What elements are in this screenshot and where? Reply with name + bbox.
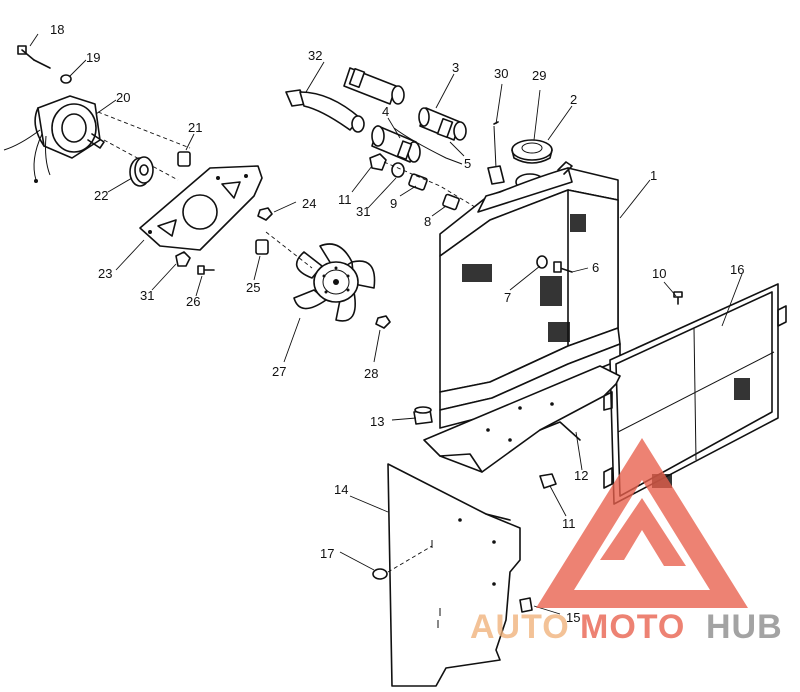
watermark-text-auto: AUTO [470, 608, 570, 646]
callout-31-left: 31 [140, 288, 154, 303]
grommet-13 [413, 406, 433, 425]
automotohub-watermark: AUTO MOTO HUB [470, 438, 783, 646]
clamp-11 [369, 153, 387, 171]
spacer-25 [255, 239, 269, 255]
watermark-text-hub: HUB [706, 608, 783, 646]
lower-hose-4 [371, 125, 421, 163]
callout-7: 7 [504, 290, 511, 305]
watermark-logo-triangle [536, 438, 748, 608]
callout-2: 2 [570, 92, 577, 107]
callout-labels: 18 19 20 21 22 23 24 31 26 25 27 28 32 3… [50, 22, 744, 625]
cooling-fan-27 [293, 243, 376, 322]
washer-19 [60, 74, 72, 84]
nut-28 [375, 315, 391, 329]
temperature-sensor-30 [487, 121, 505, 185]
hub-22 [129, 156, 154, 187]
callout-27: 27 [272, 364, 286, 379]
side-panel-14 [387, 463, 521, 687]
nut-31-left [175, 251, 191, 267]
bolt-26 [197, 265, 215, 275]
callout-14: 14 [334, 482, 348, 497]
callout-21: 21 [188, 120, 202, 135]
callout-1: 1 [650, 168, 657, 183]
bolt-18 [17, 45, 51, 69]
washer-31 [391, 162, 405, 178]
fastener-17 [372, 545, 433, 580]
callout-3: 3 [452, 60, 459, 75]
callout-17: 17 [320, 546, 334, 561]
callout-9: 9 [390, 196, 397, 211]
fastener-15 [519, 597, 533, 613]
callout-23: 23 [98, 266, 112, 281]
callout-29: 29 [532, 68, 546, 83]
callout-13: 13 [370, 414, 384, 429]
fitting-8 [442, 193, 460, 211]
callout-28: 28 [364, 366, 378, 381]
callout-15: 15 [566, 610, 580, 625]
radiator-screen-16 [603, 283, 787, 505]
callout-32: 32 [308, 48, 322, 63]
radiator-1 [439, 161, 621, 429]
callout-26: 26 [186, 294, 200, 309]
washer-7 [536, 255, 548, 269]
callout-12: 12 [574, 468, 588, 483]
hose-32 [285, 67, 405, 133]
spacer-21 [177, 151, 191, 167]
callout-8: 8 [424, 214, 431, 229]
hose-clamp-5 [393, 127, 463, 165]
callout-20: 20 [116, 90, 130, 105]
upper-hose-3 [418, 107, 467, 141]
callout-25: 25 [246, 280, 260, 295]
watermark-logo-inner [600, 498, 686, 566]
callout-11-top: 11 [338, 192, 352, 207]
callout-4: 4 [382, 104, 389, 119]
callout-10: 10 [652, 266, 666, 281]
callout-11-bottom: 11 [562, 516, 576, 531]
callout-5: 5 [464, 156, 471, 171]
callout-22: 22 [94, 188, 108, 203]
callout-30: 30 [494, 66, 508, 81]
screw-10 [673, 291, 683, 305]
radiator-cap-2 [511, 139, 553, 164]
mounting-bracket-23 [139, 165, 263, 251]
fan-motor [3, 95, 105, 183]
fitting-9 [408, 173, 428, 191]
nut-24 [257, 207, 273, 221]
callout-31-right: 31 [356, 204, 370, 219]
base-tray-12 [423, 365, 621, 473]
callout-24: 24 [302, 196, 316, 211]
callout-19: 19 [86, 50, 100, 65]
watermark-text-moto: MOTO [580, 608, 685, 646]
screw-6 [553, 261, 573, 273]
callout-16: 16 [730, 262, 744, 277]
callout-6: 6 [592, 260, 599, 275]
leader-lines [29, 33, 743, 615]
grommet-11 [539, 473, 557, 489]
callout-18: 18 [50, 22, 64, 37]
